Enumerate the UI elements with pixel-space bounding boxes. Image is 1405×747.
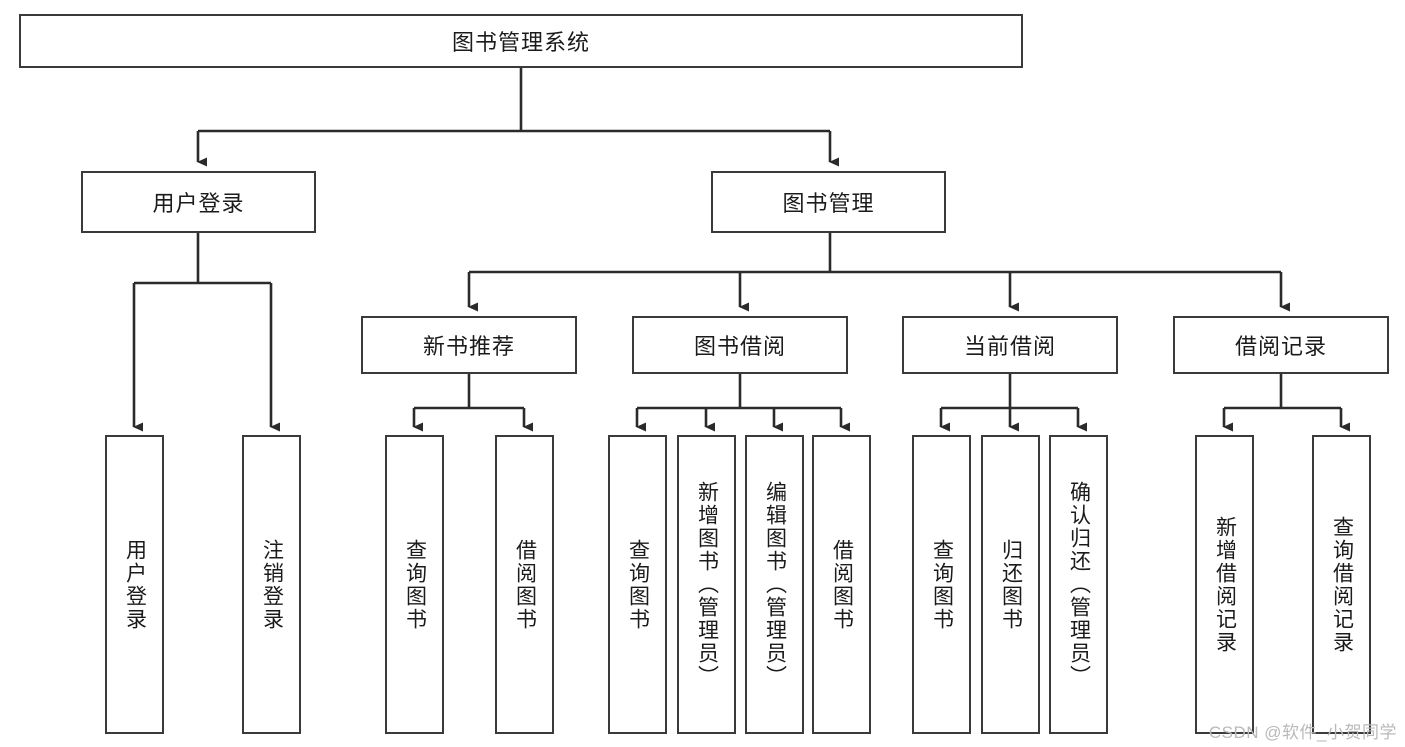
node-new-book-recommendation[interactable]: 新书推荐	[361, 316, 577, 374]
watermark: CSDN @软件_小贺同学	[1208, 723, 1397, 742]
leaf-edit-book-admin[interactable]: 编辑图书（管理员）	[745, 435, 804, 734]
node-label: 借阅记录	[1234, 334, 1327, 359]
node-label: 图书借阅	[693, 334, 786, 359]
leaf-borrow-book-recommendation[interactable]: 借阅图书	[495, 435, 554, 734]
leaf-confirm-return-admin[interactable]: 确认归还（管理员）	[1049, 435, 1108, 734]
node-book-management[interactable]: 图书管理	[711, 171, 946, 233]
node-label: 注销登录	[260, 538, 284, 631]
node-label: 用户登录	[152, 191, 245, 216]
node-label: 图书管理系统	[451, 30, 590, 55]
node-label: 新增图书（管理员）	[695, 481, 719, 688]
node-label: 借阅图书	[830, 538, 854, 631]
node-label: 查询借阅记录	[1330, 515, 1354, 654]
leaf-add-borrow-record[interactable]: 新增借阅记录	[1195, 435, 1254, 734]
node-borrow-record[interactable]: 借阅记录	[1173, 316, 1389, 374]
node-label: 当前借阅	[963, 334, 1056, 359]
node-user-login[interactable]: 用户登录	[81, 171, 316, 233]
node-label: 查询图书	[403, 538, 427, 631]
node-label: 查询图书	[930, 538, 954, 631]
leaf-query-book-recommendation[interactable]: 查询图书	[385, 435, 444, 734]
leaf-query-borrow-record[interactable]: 查询借阅记录	[1312, 435, 1371, 734]
node-label: 编辑图书（管理员）	[763, 481, 787, 688]
node-label: 确认归还（管理员）	[1067, 481, 1091, 688]
leaf-query-book-borrow[interactable]: 查询图书	[608, 435, 667, 734]
node-label: 借阅图书	[513, 538, 537, 631]
node-current-borrow[interactable]: 当前借阅	[902, 316, 1118, 374]
leaf-add-book-admin[interactable]: 新增图书（管理员）	[677, 435, 736, 734]
leaf-borrow-book[interactable]: 借阅图书	[812, 435, 871, 734]
leaf-return-book[interactable]: 归还图书	[981, 435, 1040, 734]
node-label: 用户登录	[123, 538, 147, 631]
node-label: 新书推荐	[422, 334, 515, 359]
node-label: 图书管理	[782, 191, 875, 216]
node-label: 归还图书	[999, 538, 1023, 631]
leaf-user-login[interactable]: 用户登录	[105, 435, 164, 734]
node-label: 查询图书	[626, 538, 650, 631]
node-label: 新增借阅记录	[1213, 515, 1237, 654]
leaf-query-book-current[interactable]: 查询图书	[912, 435, 971, 734]
node-book-borrow[interactable]: 图书借阅	[632, 316, 848, 374]
leaf-user-logout[interactable]: 注销登录	[242, 435, 301, 734]
node-root-book-management-system[interactable]: 图书管理系统	[19, 14, 1023, 68]
